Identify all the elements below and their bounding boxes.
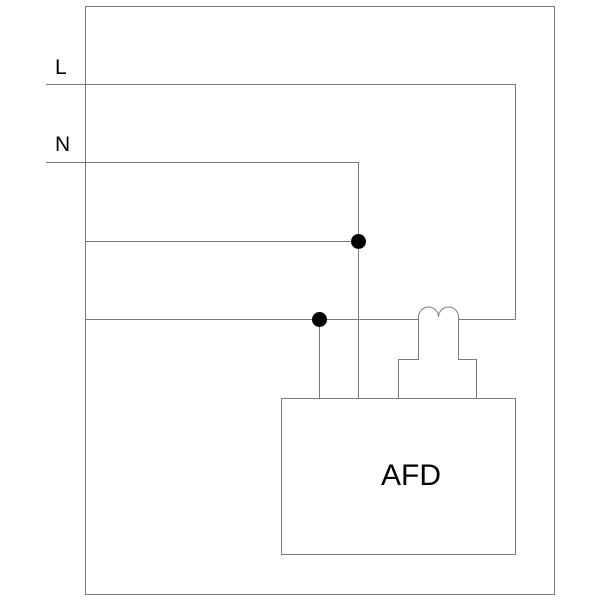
neutral-label: N — [55, 133, 70, 156]
neutral-conductor — [46, 162, 359, 398]
afd-label: AFD — [381, 459, 441, 492]
junction-node-neutral — [351, 234, 366, 249]
test-button-plunger — [398, 320, 419, 398]
enclosure-outline — [85, 6, 555, 595]
line-label: L — [55, 56, 67, 79]
test-button-coil — [418, 306, 459, 320]
line-conductor — [46, 84, 516, 320]
afd-device — [281, 398, 516, 555]
test-button-plunger-right — [458, 320, 477, 398]
junction-node-line — [312, 312, 327, 327]
